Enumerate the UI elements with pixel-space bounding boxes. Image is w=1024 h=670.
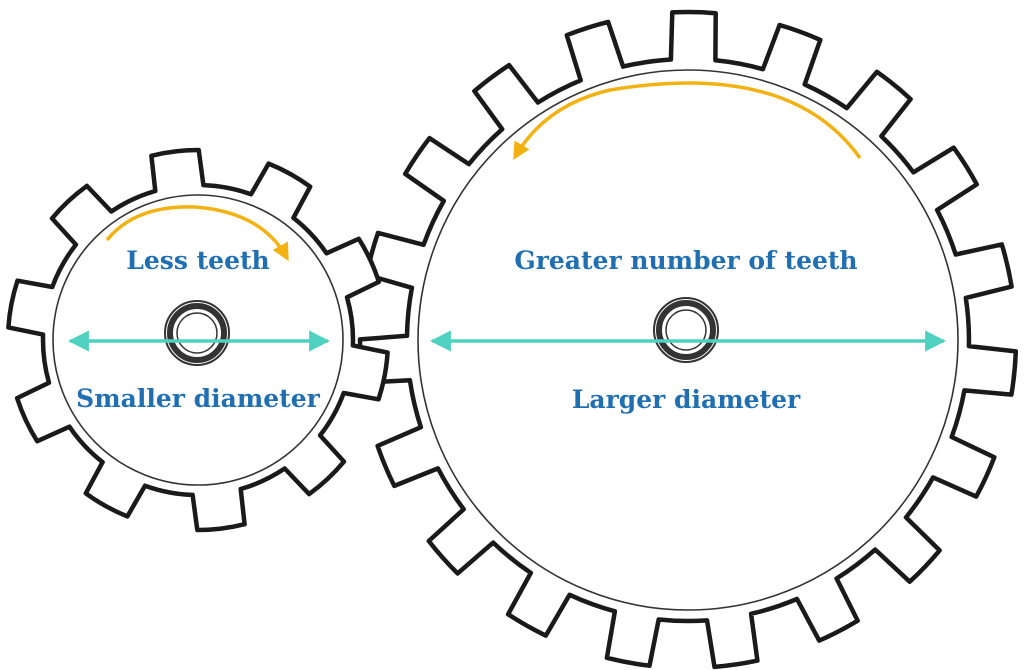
small-gear: Less teeth Smaller diameter [6, 147, 390, 533]
large-gear-teeth-label: Greater number of teeth [514, 246, 857, 275]
small-gear-rim [52, 194, 344, 486]
large-gear-rim [417, 69, 959, 611]
large-gear-diameter-label: Larger diameter [572, 385, 801, 414]
large-gear-hub [653, 297, 719, 363]
small-gear-diameter-label: Smaller diameter [76, 384, 320, 413]
small-gear-rotation-arrow [105, 205, 289, 262]
large-gear: Greater number of teeth Larger diameter [357, 9, 1019, 670]
large-gear-rotation-arrow [513, 81, 862, 161]
small-gear-hub [164, 300, 230, 366]
small-gear-teeth-label: Less teeth [126, 246, 269, 275]
